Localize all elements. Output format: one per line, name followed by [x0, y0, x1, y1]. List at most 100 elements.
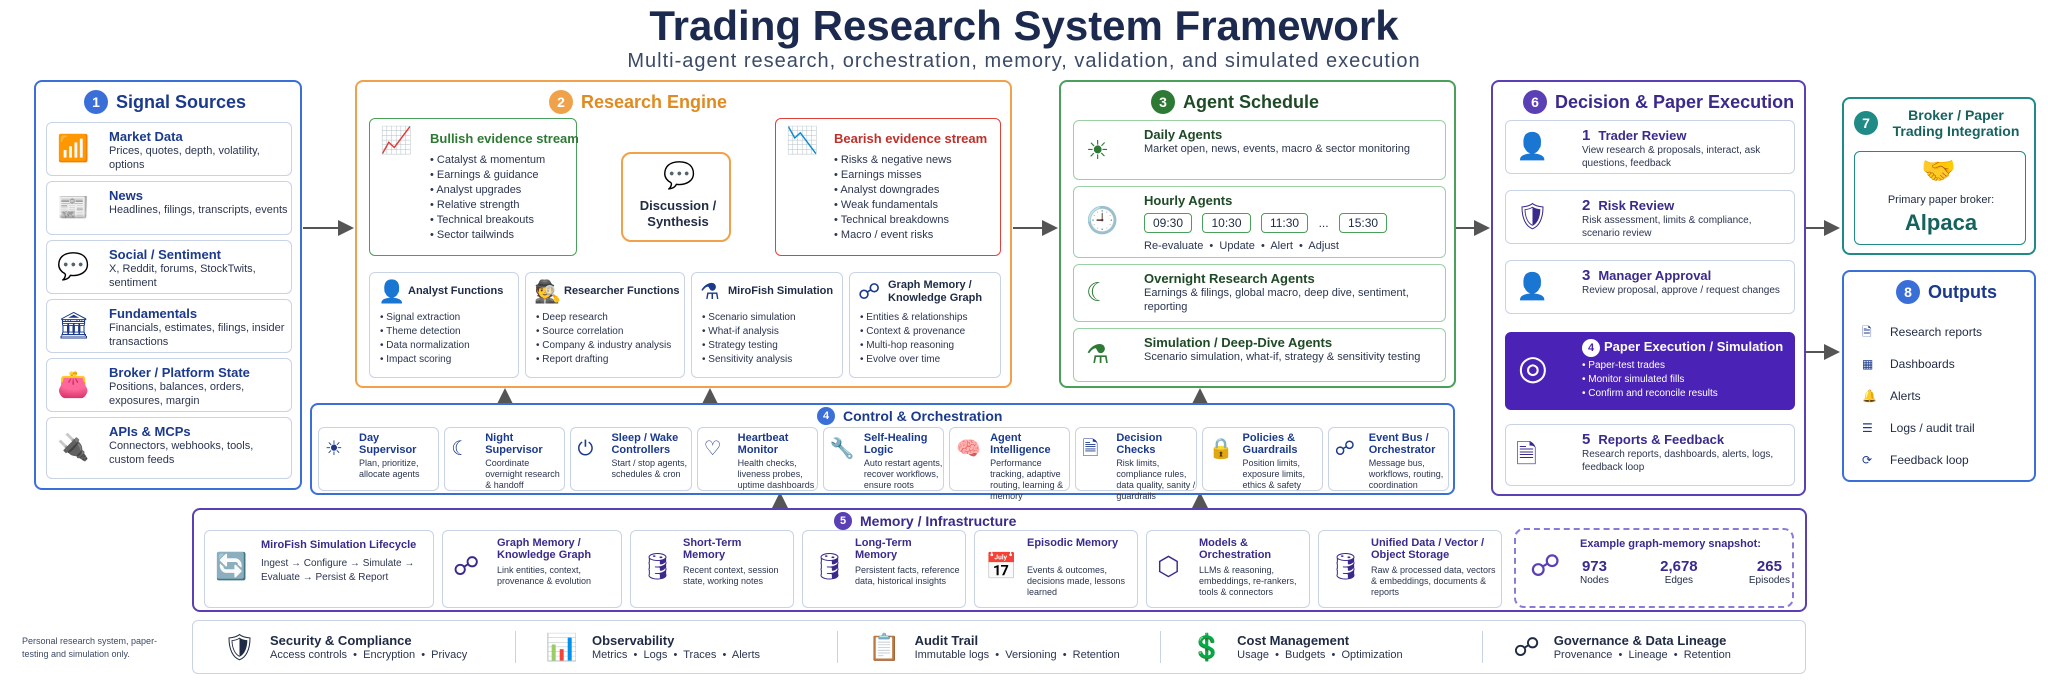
graph-nodes-icon: ☍: [1530, 550, 1561, 583]
lock-icon: 🔒: [1208, 438, 1234, 460]
section-number: 5: [834, 512, 852, 530]
analyst-functions-card[interactable]: 👤 Analyst Functions Signal extraction Th…: [369, 272, 519, 378]
time-slot[interactable]: 10:30: [1202, 213, 1251, 233]
snapshot-stat-edges: 2,678 Edges: [1660, 558, 1698, 586]
control-night-supervisor[interactable]: ☾ Night Supervisor Coordinate overnight …: [444, 427, 566, 491]
control-agent-intelligence[interactable]: 🧠 Agent Intelligence Performance trackin…: [949, 427, 1071, 501]
sun-icon: ☀: [1086, 135, 1110, 165]
clock-icon: 🕘: [1086, 205, 1119, 235]
cube-icon: ⬡: [1157, 551, 1180, 581]
hierarchy-icon: ☍: [1513, 631, 1540, 662]
wrench-icon: 🔧: [829, 438, 855, 460]
output-research-reports[interactable]: 🗎Research reports: [1862, 316, 1982, 348]
control-title: Control & Orchestration: [843, 408, 1003, 424]
overnight-agents-card[interactable]: ☾ Overnight Research Agents Earnings & f…: [1073, 264, 1446, 322]
simulation-agents-card[interactable]: ⚗ Simulation / Deep-Dive Agents Scenario…: [1073, 328, 1446, 382]
snapshot-stat-episodes: 265 Episodes: [1748, 558, 1790, 586]
memory-mirofish-lifecycle[interactable]: 🔄 MiroFish Simulation Lifecycle Ingest →…: [204, 530, 434, 608]
researcher-functions-card[interactable]: 🕵 Researcher Functions Deep research Sou…: [525, 272, 685, 378]
memory-title: Memory / Infrastructure: [860, 513, 1017, 529]
mirofish-simulation-card[interactable]: ⚗ MiroFish Simulation Scenario simulatio…: [691, 272, 843, 378]
database-icon: 🛢: [641, 551, 675, 581]
time-slot[interactable]: 09:30: [1144, 213, 1193, 233]
log-icon: ☰: [1862, 421, 1873, 435]
daily-agents-card[interactable]: ☀ Daily Agents Market open, news, events…: [1073, 120, 1446, 180]
moon-icon: ☾: [1086, 277, 1110, 307]
shield-icon: 🛡: [1516, 201, 1550, 231]
bearish-stream-card[interactable]: 📉 Bearish evidence stream Risks & negati…: [775, 118, 1001, 256]
hourly-agents-card[interactable]: 🕘 Hourly Agents 09:30 10:30 11:30 ... 15…: [1073, 186, 1446, 258]
time-slot[interactable]: 11:30: [1260, 213, 1309, 233]
output-alerts[interactable]: 🔔Alerts: [1862, 380, 1982, 412]
document-icon: 🗎: [1516, 439, 1537, 469]
control-day-supervisor[interactable]: ☀ Day Supervisor Plan, prioritize, alloc…: [318, 427, 440, 491]
analyst-person-icon: 👤: [378, 279, 406, 304]
page-subtitle: Multi-agent research, orchestration, mem…: [627, 50, 1421, 72]
broker-name: Alpaca: [1904, 210, 1978, 235]
handshake-icon: 🤝: [1921, 155, 1956, 186]
section-number: 7: [1854, 111, 1878, 135]
output-logs[interactable]: ☰Logs / audit trail: [1862, 412, 1982, 444]
agent-schedule-title: Agent Schedule: [1183, 91, 1320, 112]
section-number: 1: [84, 90, 108, 114]
bar-chart-icon: 📶: [57, 133, 90, 163]
control-self-healing[interactable]: 🔧 Self-Healing Logic Auto restart agents…: [822, 427, 945, 491]
source-card-broker-state[interactable]: 👛 Broker / Platform State Positions, bal…: [46, 358, 292, 412]
output-feedback-loop[interactable]: ⟳Feedback loop: [1862, 444, 1982, 476]
flask-icon: ⚗: [1086, 339, 1110, 369]
plug-icon: 🔌: [57, 432, 90, 462]
memory-episodic[interactable]: 📅 Episodic Memory Events & outcomes, dec…: [974, 530, 1138, 608]
source-card-fundamentals[interactable]: 🏛 Fundamentals Financials, estimates, fi…: [46, 299, 292, 353]
memory-unified-storage[interactable]: 🛢 Unified Data / Vector / Object Storage…: [1318, 530, 1502, 608]
graph-memory-card[interactable]: ☍ Graph Memory / Knowledge Graph Entitie…: [849, 272, 1001, 378]
researcher-person-icon: 🕵: [534, 279, 562, 304]
manager-icon: 👤: [1516, 271, 1549, 301]
network-icon: ☍: [1334, 438, 1356, 460]
control-event-bus[interactable]: ☍ Event Bus / Orchestrator Message bus, …: [1327, 427, 1449, 491]
memory-models[interactable]: ⬡ Models & Orchestration LLMs & reasonin…: [1146, 530, 1310, 608]
control-sleep-wake[interactable]: ⏻ Sleep / Wake Controllers Start / stop …: [570, 427, 692, 491]
source-card-apis[interactable]: 🔌 APIs & MCPs Connectors, webhooks, tool…: [46, 417, 292, 479]
uptrend-chart-icon: 📈: [380, 125, 413, 155]
memory-long-term[interactable]: 🛢 Long-Term Memory Persistent facts, ref…: [802, 530, 966, 608]
memory-short-term[interactable]: 🛢 Short-Term Memory Recent context, sess…: [630, 530, 794, 608]
output-dashboards[interactable]: ▦Dashboards: [1862, 348, 1982, 380]
graph-memory-snapshot[interactable]: ☍ Example graph-memory snapshot: 973 Nod…: [1514, 528, 1794, 608]
source-card-market-data[interactable]: 📶 Market Data Prices, quotes, depth, vol…: [46, 122, 292, 176]
dashboard-icon: ▦: [1862, 357, 1874, 371]
source-card-news[interactable]: 📰 News Headlines, filings, transcripts, …: [46, 181, 292, 235]
synthesis-card[interactable]: 💬 Discussion / Synthesis: [621, 152, 731, 242]
page-title: Trading Research System Framework: [649, 2, 1399, 49]
section-number: 6: [1523, 90, 1547, 114]
source-card-social[interactable]: 💬 Social / Sentiment X, Reddit, forums, …: [46, 240, 292, 294]
bullish-stream-card[interactable]: 📈 Bullish evidence stream Catalyst & mom…: [369, 118, 579, 256]
control-policies-guardrails[interactable]: 🔒 Policies & Guardrails Position limits,…: [1201, 427, 1323, 491]
memory-graph[interactable]: ☍ Graph Memory / Knowledge Graph Link en…: [442, 530, 622, 608]
time-slot[interactable]: 15:30: [1339, 213, 1388, 233]
time-slot-ellipsis: ...: [1318, 216, 1329, 230]
control-decision-checks[interactable]: 🗎 Decision Checks Risk limits, complianc…: [1075, 427, 1197, 501]
audit-doc-icon: 📋: [868, 631, 901, 662]
broker-title: Broker / Paper Trading Integration: [1892, 107, 2020, 139]
research-engine-panel: 2 Research Engine 📈 Bullish evidence str…: [355, 80, 1012, 388]
section-number: 3: [1151, 90, 1175, 114]
shield-check-icon: 🛡: [223, 631, 257, 662]
section-number: 8: [1896, 280, 1920, 304]
bank-icon: 🏛: [57, 310, 91, 340]
discussion-icon: 💬: [663, 160, 696, 190]
broker-card[interactable]: 🤝 Primary paper broker: Alpaca: [1854, 151, 2026, 245]
control-heartbeat-monitor[interactable]: ♡ Heartbeat Monitor Health checks, liven…: [696, 427, 818, 491]
dollar-icon: 💲: [1190, 631, 1224, 662]
